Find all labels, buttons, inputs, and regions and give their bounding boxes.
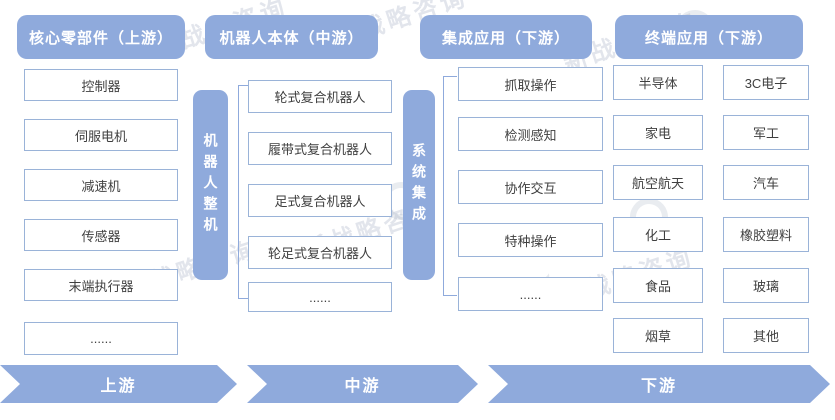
industry-item: 半导体 bbox=[613, 65, 703, 100]
industry-item: 化工 bbox=[613, 217, 703, 252]
core-component-item: 传感器 bbox=[24, 219, 178, 251]
vertical-label-system-integration: 系统集成 bbox=[403, 90, 435, 280]
bracket-robot-types bbox=[238, 85, 248, 299]
application-item: 检测感知 bbox=[458, 117, 603, 151]
stage-band-midstream: 中游 bbox=[247, 365, 478, 403]
application-item: 协作交互 bbox=[458, 170, 603, 204]
industry-item: 烟草 bbox=[613, 318, 703, 353]
industry-item: 橡胶塑料 bbox=[723, 217, 809, 252]
vertical-label-robot-machine: 机器人整机 bbox=[193, 90, 228, 280]
industry-item: 其他 bbox=[723, 318, 809, 353]
robot-type-item: 足式复合机器人 bbox=[248, 184, 392, 217]
industry-item: 家电 bbox=[613, 115, 703, 150]
stage-band-downstream: 下游 bbox=[488, 365, 830, 403]
core-component-item: 伺服电机 bbox=[24, 119, 178, 151]
robot-type-item: 履带式复合机器人 bbox=[248, 132, 392, 165]
core-component-item: 控制器 bbox=[24, 69, 178, 101]
industry-item: 军工 bbox=[723, 115, 809, 150]
application-item: ...... bbox=[458, 277, 603, 311]
header-terminal-apps: 终端应用（下游） bbox=[615, 15, 803, 59]
header-integration-apps: 集成应用（下游） bbox=[420, 15, 592, 59]
robot-type-item: ...... bbox=[248, 282, 392, 312]
application-item: 特种操作 bbox=[458, 223, 603, 257]
application-item: 抓取操作 bbox=[458, 67, 603, 101]
header-robot-body: 机器人本体（中游） bbox=[205, 15, 378, 59]
core-component-item: 减速机 bbox=[24, 169, 178, 201]
core-component-item: ...... bbox=[24, 322, 178, 355]
bracket-applications bbox=[443, 76, 457, 296]
core-component-item: 末端执行器 bbox=[24, 269, 178, 301]
industry-item: 航空航天 bbox=[613, 165, 703, 200]
industry-item: 玻璃 bbox=[723, 268, 809, 303]
stage-band-upstream: 上游 bbox=[0, 365, 237, 403]
industry-item: 3C电子 bbox=[723, 65, 809, 100]
robot-type-item: 轮足式复合机器人 bbox=[248, 236, 392, 269]
industry-item: 食品 bbox=[613, 268, 703, 303]
industry-item: 汽车 bbox=[723, 165, 809, 200]
header-core-components: 核心零部件（上游） bbox=[17, 15, 185, 59]
robot-type-item: 轮式复合机器人 bbox=[248, 80, 392, 113]
